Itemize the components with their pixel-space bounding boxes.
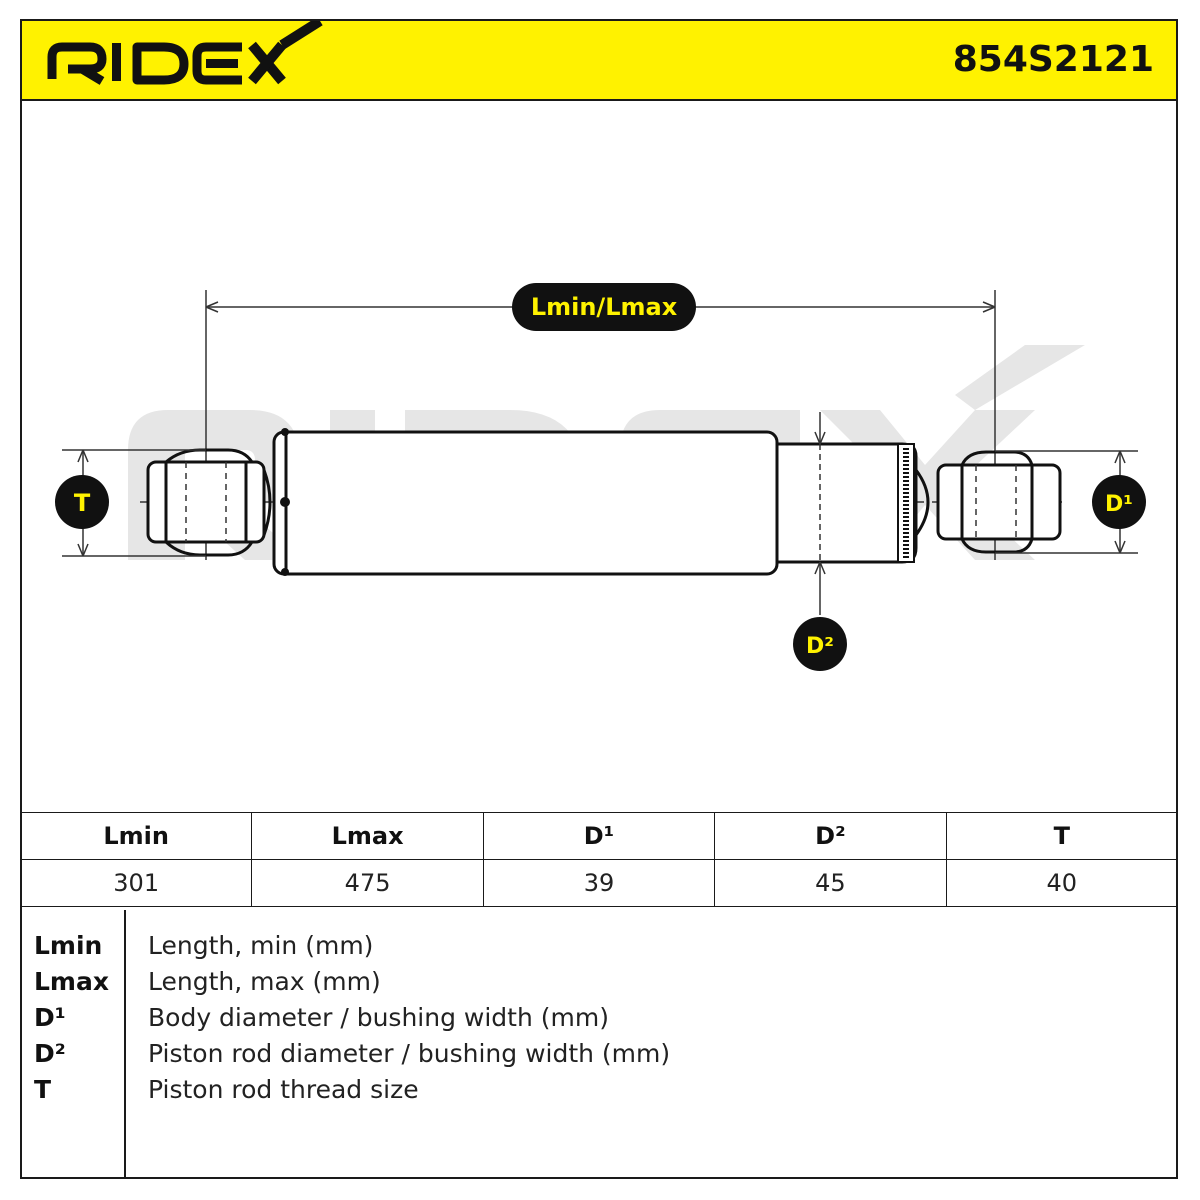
legend-desc: Body diameter / bushing width (mm)	[148, 1003, 609, 1032]
legend-key: D¹	[34, 1003, 66, 1032]
legend-key: Lmin	[34, 931, 103, 960]
header-d1: D¹	[482, 812, 716, 860]
shock-body	[272, 430, 779, 576]
right-neck	[914, 469, 930, 536]
body-pivot-dot	[280, 497, 290, 507]
value-lmin: 301	[19, 859, 253, 907]
piston-rod-section	[775, 442, 918, 564]
header-d2: D²	[714, 812, 947, 860]
legend-key: T	[34, 1075, 52, 1104]
length-label: Lmin/Lmax	[531, 293, 678, 321]
knurled-cap	[897, 443, 915, 563]
part-number: 854S2121	[952, 39, 1154, 80]
d2-badge: D²	[793, 617, 847, 671]
spec-table-header-row: Lmin Lmax D¹ D² T	[19, 812, 1179, 860]
t-badge: T	[55, 475, 109, 529]
legend-desc: Piston rod diameter / bushing width (mm)	[148, 1039, 671, 1068]
header-lmin: Lmin	[19, 812, 253, 860]
ridex-logo	[46, 21, 326, 99]
header-lmax: Lmax	[251, 812, 484, 860]
value-t: 40	[945, 859, 1179, 907]
legend-row: T Piston rod thread size	[20, 1072, 1178, 1108]
d2-dimension	[814, 412, 826, 615]
legend-desc: Length, max (mm)	[148, 967, 381, 996]
d1-label: D¹	[1105, 492, 1133, 517]
d1-badge: D¹	[1092, 475, 1146, 529]
legend-row: D² Piston rod diameter / bushing width (…	[20, 1036, 1178, 1072]
value-d1: 39	[482, 859, 716, 907]
value-d2: 45	[714, 859, 947, 907]
left-bushing	[146, 448, 272, 557]
legend-row: Lmax Length, max (mm)	[20, 964, 1178, 1000]
legend: Lmin Length, min (mm) Lmax Length, max (…	[20, 910, 1178, 1179]
left-bushing-hidden-lines	[185, 462, 227, 542]
length-label-badge: Lmin/Lmax	[512, 283, 696, 331]
legend-desc: Length, min (mm)	[148, 931, 374, 960]
legend-desc: Piston rod thread size	[148, 1075, 419, 1104]
legend-row: D¹ Body diameter / bushing width (mm)	[20, 1000, 1178, 1036]
legend-key: Lmax	[34, 967, 109, 996]
body-bottom-dot	[281, 568, 289, 576]
right-bushing	[936, 450, 1062, 554]
spec-table-value-row: 301 475 39 45 40	[19, 859, 1179, 907]
t-label: T	[74, 489, 91, 517]
d2-label: D²	[806, 634, 834, 659]
right-bushing-hidden-lines	[975, 465, 1017, 539]
header-bar: 854S2121	[20, 19, 1178, 101]
legend-divider	[124, 910, 126, 1179]
legend-row: Lmin Length, min (mm)	[20, 928, 1178, 964]
value-lmax: 475	[251, 859, 484, 907]
header-t: T	[945, 812, 1179, 860]
body-top-dot	[281, 428, 289, 436]
spec-table: Lmin Lmax D¹ D² T 301 475 39 45 40	[19, 812, 1179, 907]
legend-key: D²	[34, 1039, 66, 1068]
